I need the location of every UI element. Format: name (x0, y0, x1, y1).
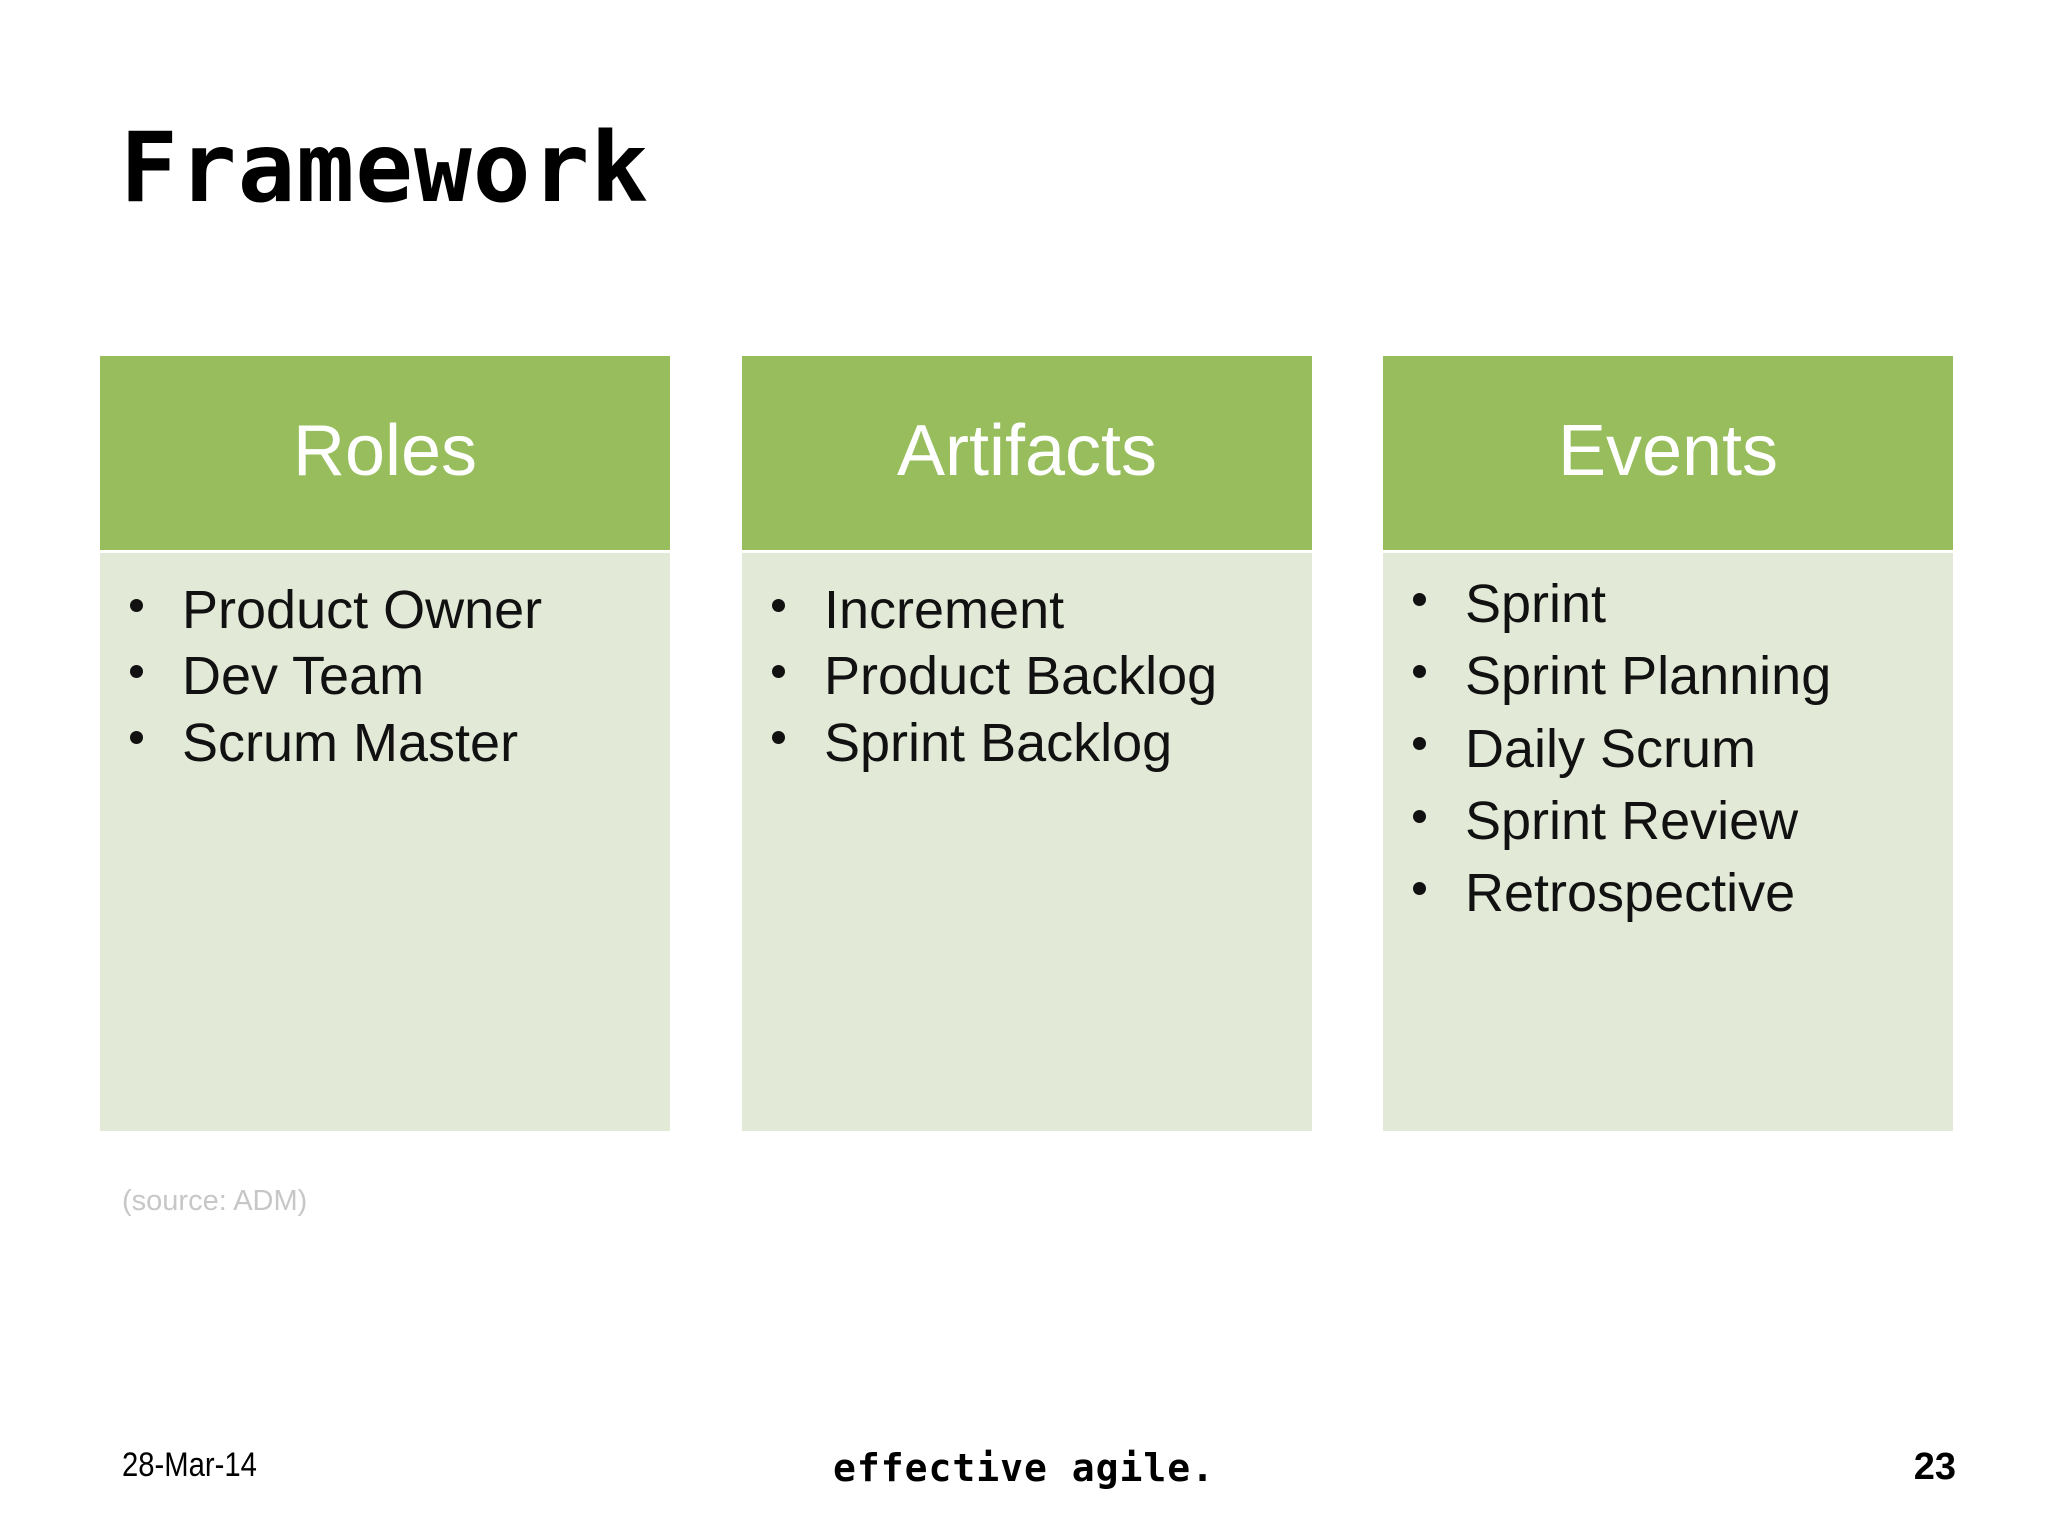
column-header-artifacts: Artifacts (742, 356, 1312, 550)
bullet-dot-icon (772, 731, 785, 745)
bullet-dot-icon (1413, 592, 1426, 606)
list-item-label: Daily Scrum (1465, 718, 1757, 779)
list-item: Sprint Planning (1405, 647, 1931, 705)
list-item-label: Sprint Review (1465, 790, 1799, 851)
list-item-label: Scrum Master (182, 712, 519, 773)
bullet-dot-icon (772, 665, 785, 679)
framework-column-roles: Roles Product Owner Dev Team Scrum Maste… (100, 356, 670, 1131)
list-item: Increment (764, 581, 1290, 639)
column-body-roles: Product Owner Dev Team Scrum Master (100, 553, 670, 1131)
column-body-artifacts: Increment Product Backlog Sprint Backlog (742, 553, 1312, 1131)
list-item: Product Backlog (764, 647, 1290, 705)
framework-column-events: Events Sprint Sprint Planning Daily Scru… (1383, 356, 1953, 1131)
list-item: Daily Scrum (1405, 718, 1931, 779)
list-item: Sprint (1405, 575, 1931, 633)
bullet-dot-icon (1413, 882, 1426, 896)
bullet-dot-icon (772, 598, 785, 612)
page-title: Framework (120, 112, 650, 224)
bullet-dot-icon (130, 731, 143, 745)
column-header-label: Roles (292, 411, 478, 491)
list-item-label: Sprint (1465, 574, 1607, 634)
framework-column-artifacts: Artifacts Increment Product Backlog Spri… (742, 356, 1312, 1131)
column-header-roles: Roles (100, 356, 670, 550)
column-header-events: Events (1383, 356, 1953, 550)
framework-columns: Roles Product Owner Dev Team Scrum Maste… (100, 356, 1953, 1131)
list-item: Dev Team (122, 647, 648, 705)
list-item-label: Product Backlog (824, 646, 1218, 707)
footer-page-number: 23 (1913, 1446, 1956, 1488)
list-item-label: Product Owner (182, 580, 543, 640)
column-header-label: Events (1557, 411, 1779, 491)
column-header-label: Artifacts (896, 411, 1158, 491)
bullet-dot-icon (1413, 665, 1426, 679)
bullet-list-events: Sprint Sprint Planning Daily Scrum Sprin… (1405, 575, 1931, 923)
column-body-events: Sprint Sprint Planning Daily Scrum Sprin… (1383, 553, 1953, 1131)
list-item: Scrum Master (122, 712, 648, 773)
bullet-list-roles: Product Owner Dev Team Scrum Master (122, 581, 648, 772)
list-item-label: Retrospective (1465, 863, 1796, 924)
list-item: Sprint Review (1405, 792, 1931, 850)
source-note: (source: ADM) (122, 1185, 308, 1217)
list-item-label: Dev Team (182, 646, 425, 707)
list-item: Sprint Backlog (764, 712, 1290, 773)
bullet-dot-icon (1413, 737, 1426, 751)
slide-footer: 28-Mar-14 effective agile. 23 (0, 1446, 2048, 1506)
bullet-dot-icon (1413, 809, 1426, 823)
list-item: Product Owner (122, 581, 648, 639)
footer-date: 28-Mar-14 (122, 1446, 257, 1484)
list-item-label: Sprint Backlog (824, 712, 1173, 773)
list-item: Retrospective (1405, 864, 1931, 922)
bullet-dot-icon (130, 598, 143, 612)
footer-brand: effective agile. (832, 1446, 1216, 1490)
list-item-label: Increment (824, 580, 1065, 640)
list-item-label: Sprint Planning (1465, 646, 1832, 707)
bullet-list-artifacts: Increment Product Backlog Sprint Backlog (764, 581, 1290, 772)
bullet-dot-icon (130, 665, 143, 679)
